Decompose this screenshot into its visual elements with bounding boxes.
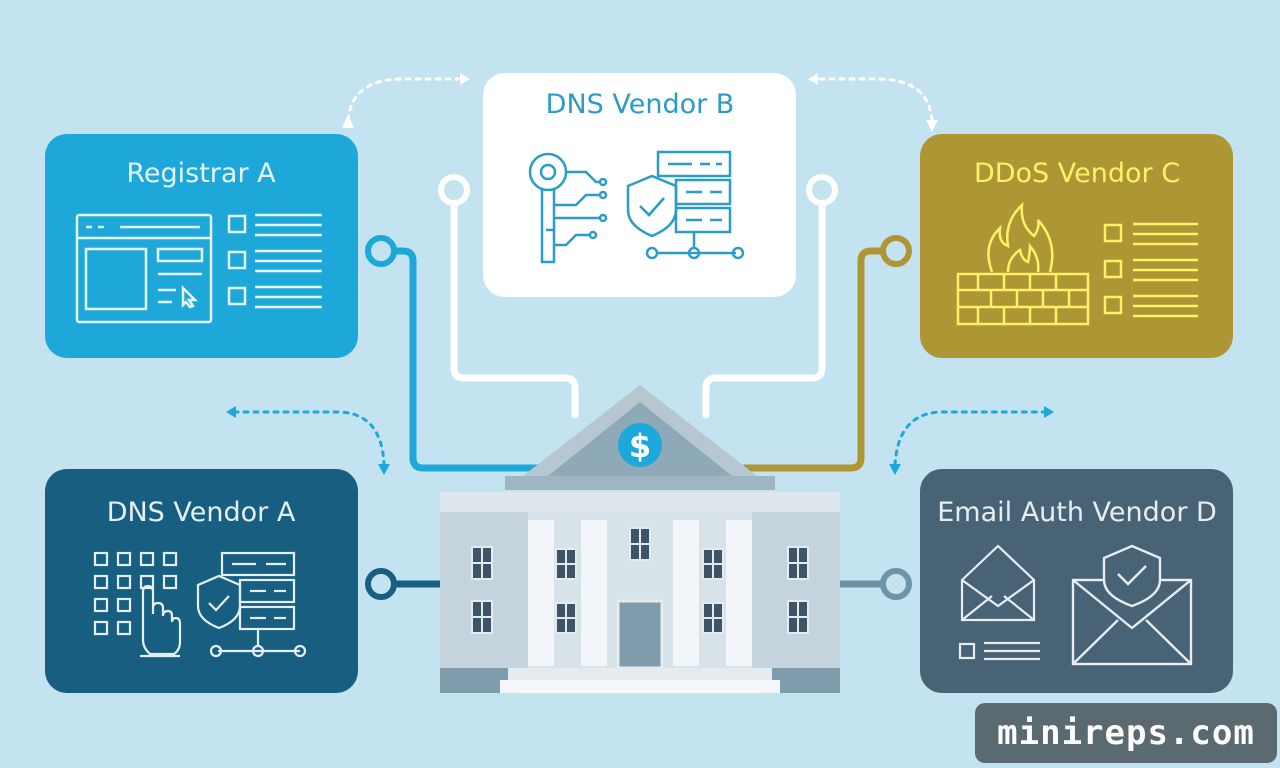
server-tree-icon xyxy=(645,150,745,260)
bank-building: $ xyxy=(440,385,840,693)
watermark: minireps.com xyxy=(975,703,1277,763)
ring-ddos-vendor-c xyxy=(880,235,912,267)
key-circuit-icon xyxy=(528,152,608,264)
card-dns-vendor-b-bg xyxy=(483,73,796,297)
card-ddos-vendor-c: DDoS Vendor C xyxy=(920,134,1233,358)
card-dns-vendor-a-bg xyxy=(45,469,358,693)
dotted-arrow-mid-left xyxy=(232,410,386,467)
secure-envelope-icon xyxy=(1071,544,1193,666)
dotted-arrow-top-right xyxy=(818,77,934,124)
card-dns-vendor-b-title: DNS Vendor B xyxy=(546,89,735,120)
dotted-arrows xyxy=(232,77,1048,467)
server-tree-icon xyxy=(209,551,307,658)
connector-dns-vendor-b-right xyxy=(702,196,826,419)
arrowhead-mid-left-left xyxy=(226,406,236,418)
dotted-arrow-mid-right xyxy=(893,410,1048,467)
connector-registrar-a xyxy=(389,247,552,472)
dollar-symbol: $ xyxy=(629,427,651,465)
card-email-auth-vendor-d: Email Auth Vendor D xyxy=(920,469,1233,693)
column xyxy=(581,520,607,666)
arrowhead-top-left-right xyxy=(460,73,470,85)
card-email-auth-vendor-d-title: Email Auth Vendor D xyxy=(937,497,1217,528)
connector-dns-vendor-b-left xyxy=(450,196,579,419)
card-registrar-a: Registrar A xyxy=(45,134,358,358)
column xyxy=(673,520,699,666)
ring-dns-vendor-a xyxy=(365,568,397,600)
arrowhead-top-right-down xyxy=(926,120,938,132)
keypad-hand-icon xyxy=(93,551,182,658)
card-dns-vendor-a-title: DNS Vendor A xyxy=(107,497,296,528)
firewall-flame-icon xyxy=(956,201,1090,326)
arrowhead-top-right-left xyxy=(808,73,818,85)
connectors xyxy=(389,196,891,588)
ring-dns-vendor-b-left xyxy=(438,174,470,206)
open-envelope-icon xyxy=(960,544,1036,622)
ring-email-auth-vendor-d xyxy=(880,568,912,600)
arrowhead-mid-right-right xyxy=(1044,406,1054,418)
bank-step xyxy=(508,668,772,680)
ring-dns-vendor-b-right xyxy=(806,174,838,206)
connector-rings xyxy=(365,174,912,600)
bank-roof-base xyxy=(505,476,775,490)
dollar-badge xyxy=(618,423,662,467)
dotted-arrow-top-left xyxy=(346,77,460,122)
bank-door xyxy=(616,599,664,670)
window-bars xyxy=(472,528,808,633)
card-ddos-vendor-c-bg xyxy=(920,134,1233,358)
arrowhead-top-left-up xyxy=(342,114,354,128)
bank-step xyxy=(500,680,780,693)
card-dns-vendor-a: DNS Vendor A xyxy=(45,469,358,693)
connector-ddos-vendor-c xyxy=(741,247,891,472)
browser-window-icon xyxy=(75,213,213,324)
checklist-icon xyxy=(227,213,322,309)
column xyxy=(528,520,554,666)
arrowhead-mid-left-down xyxy=(378,464,390,475)
bank-entablature xyxy=(440,492,840,512)
card-dns-vendor-b: DNS Vendor B xyxy=(483,73,796,297)
card-registrar-a-bg xyxy=(45,134,358,358)
checklist-icon xyxy=(1103,222,1198,318)
arrowhead-mid-right-down xyxy=(889,464,901,475)
card-registrar-a-title: Registrar A xyxy=(126,158,276,189)
column xyxy=(726,520,752,666)
card-ddos-vendor-c-title: DDoS Vendor C xyxy=(974,158,1180,189)
ring-registrar-a xyxy=(365,235,397,267)
arrowheads xyxy=(226,73,1054,475)
checklist-icon xyxy=(958,641,1040,661)
